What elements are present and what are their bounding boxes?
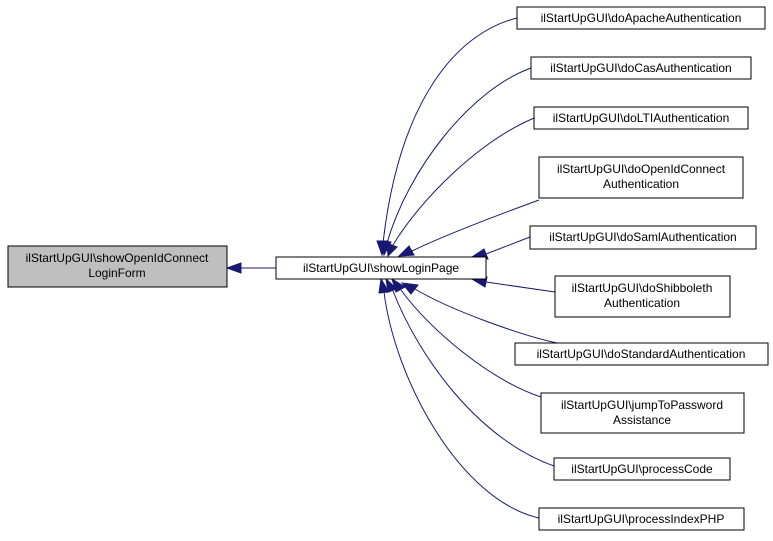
node-cas[interactable]: ilStartUpGUI\doCasAuthentication [530,56,752,80]
arrowhead-processindex [378,277,390,294]
arrowhead-openid [397,245,415,257]
node-processcode[interactable]: ilStartUpGUI\processCode [553,457,731,481]
edge-cas-to-hub [386,67,532,244]
node-box [530,56,752,80]
node-box [538,507,745,531]
node-box [516,6,766,30]
node-label: ilStartUpGUI\doCasAuthentication [550,61,731,75]
node-box [538,156,744,199]
node-processindex[interactable]: ilStartUpGUI\processIndexPHP [538,507,745,531]
edge-standard-to-hub [414,288,558,344]
node-label-line-1: ilStartUpGUI\doOpenIdConnect [557,162,726,176]
node-label: ilStartUpGUI\doSamlAuthentication [549,230,736,244]
node-box [275,256,487,280]
node-shib[interactable]: ilStartUpGUI\doShibboleth Authentication [554,275,731,318]
arrowhead-processcode [385,277,398,293]
node-box [514,342,769,366]
node-label: ilStartUpGUI\processCode [571,462,713,476]
node-label-line-2: Authentication [603,177,679,191]
node-box [554,275,731,318]
node-box [553,457,731,481]
node-label-line-2: Authentication [604,296,680,310]
node-label: ilStartUpGUI\processIndexPHP [558,512,725,526]
node-box [540,392,745,434]
edge-lti-to-hub [392,117,535,246]
node-standard[interactable]: ilStartUpGUI\doStandardAuthentication [514,342,769,366]
edge-shib-to-hub [485,281,556,293]
edge-saml-to-hub [485,236,531,255]
arrowhead-lti [386,242,398,258]
edge-processcode-to-hub [392,290,555,467]
node-saml[interactable]: ilStartUpGUI\doSamlAuthentication [529,225,757,250]
edge-openid-to-hub [411,199,540,252]
node-jump[interactable]: ilStartUpGUI\jumpToPassword Assistance [540,392,745,434]
node-box [533,106,749,130]
node-box [7,245,228,288]
node-label: ilStartUpGUI\doLTIAuthentication [553,111,730,125]
node-apache[interactable]: ilStartUpGUI\doApacheAuthentication [516,6,766,30]
arrowhead-standard [400,282,419,295]
arrowhead-focus [225,262,242,274]
node-openid[interactable]: ilStartUpGUI\doOpenIdConnect Authenticat… [538,156,744,199]
node-label: ilStartUpGUI\showLoginPage [303,261,459,275]
node-focus[interactable]: ilStartUpGUI\showOpenIdConnect LoginForm [7,245,228,288]
node-label-line-1: ilStartUpGUI\jumpToPassword [561,398,723,412]
node-label-line-2: LoginForm [88,266,145,280]
node-label-line-1: ilStartUpGUI\showOpenIdConnect [26,251,209,265]
node-label-line-1: ilStartUpGUI\doShibboleth [572,281,713,295]
node-label: ilStartUpGUI\doStandardAuthentication [537,347,746,361]
node-label-line-2: Assistance [613,413,671,427]
edge-jump-to-hub [400,289,542,398]
edge-processindex-to-hub [383,291,540,519]
node-label: ilStartUpGUI\doApacheAuthentication [541,11,742,25]
node-lti[interactable]: ilStartUpGUI\doLTIAuthentication [533,106,749,130]
node-box [529,225,757,250]
node-hub[interactable]: ilStartUpGUI\showLoginPage [275,256,487,280]
edge-apache-to-hub [382,17,518,244]
